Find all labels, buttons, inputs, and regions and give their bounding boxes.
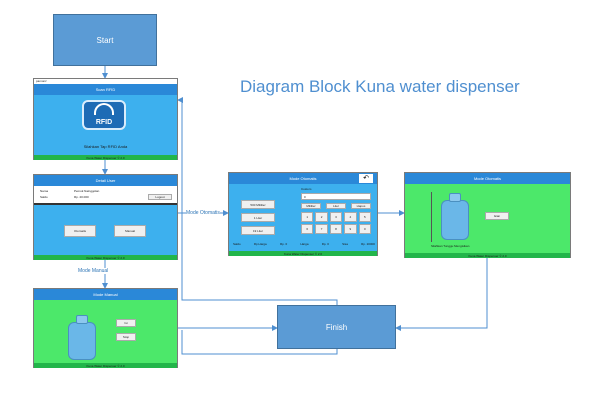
key-5[interactable]: 5 xyxy=(358,212,371,222)
otomatis-window-title: Mode Otomatis ↶ xyxy=(229,173,377,184)
scan-window-title: Scan RFID xyxy=(34,84,177,95)
isian-button[interactable]: Isian xyxy=(485,212,509,220)
status-rp-harga: Rp.Harga xyxy=(253,242,267,246)
name-label: Nama xyxy=(40,189,49,193)
key-0[interactable]: 0 xyxy=(358,224,371,234)
bottle-neck xyxy=(76,315,88,324)
back-icon[interactable]: ↶ xyxy=(359,174,373,183)
key-7[interactable]: 7 xyxy=(315,224,328,234)
fill-bottle-icon xyxy=(441,200,469,240)
manual-footer: Kuna Water Dispenser © 2.0 xyxy=(34,363,177,368)
rfid-text: RFID xyxy=(95,119,113,126)
arrow-finish-loop xyxy=(181,330,338,355)
saldo-label: Saldo xyxy=(40,195,48,199)
bottle-icon xyxy=(68,322,96,360)
keypad: 1 2 3 4 5 6 7 8 9 0 xyxy=(301,212,371,234)
status-row: Saldo Rp.Harga Rp. 0 Harga Rp. 0 Sisa Rp… xyxy=(233,242,375,246)
user-divider xyxy=(34,203,177,205)
key-9[interactable]: 9 xyxy=(344,224,357,234)
fill-bottle-neck xyxy=(449,193,461,202)
finish-label: Finish xyxy=(325,322,348,332)
isi-button[interactable]: Isi xyxy=(116,319,136,327)
logout-button[interactable]: Logout xyxy=(148,194,172,200)
key-8[interactable]: 8 xyxy=(329,224,343,234)
saldo-value: Rp. 20.000 xyxy=(74,195,89,199)
fill-footer: Kuna Water Dispenser © 2.0 xyxy=(405,253,570,258)
otomatis-title-text: Mode Otomatis xyxy=(289,176,317,181)
mode-manual-window: Mode Manual Isi Stop Kuna Water Dispense… xyxy=(33,288,178,368)
status-sisa: Sisa xyxy=(342,242,348,246)
unit-liter-button[interactable]: Liter xyxy=(326,203,346,209)
progress-line xyxy=(431,192,432,242)
scan-rfid-window: pamonz Scan RFID RFID Silahkan Tap RFID … xyxy=(33,78,178,160)
otomatis-footer: Kuna Water Dispenser © 2.0 xyxy=(229,251,377,256)
otomatis-button[interactable]: Otomatis xyxy=(64,225,96,237)
diagram-title: Diagram Block Kuna water dispenser xyxy=(240,77,520,96)
status-rp-0-b: Rp. 0 xyxy=(321,242,329,246)
custom-label: Custom xyxy=(301,187,312,191)
key-4[interactable]: 4 xyxy=(344,212,357,222)
user-footer: Kuna Water Dispenser © 2.0 xyxy=(34,255,177,260)
status-saldo: Saldo xyxy=(233,242,241,246)
app-name: pamonz xyxy=(36,79,47,83)
status-sisa-value: Rp. 20000 xyxy=(361,242,375,246)
key-1[interactable]: 1 xyxy=(301,212,314,222)
rfid-icon: RFID xyxy=(82,100,126,130)
key-3[interactable]: 3 xyxy=(329,212,343,222)
key-6[interactable]: 6 xyxy=(301,224,314,234)
hapus-button[interactable]: Hapus xyxy=(351,203,371,209)
fill-status-text: Silahkan Tunggu Mengisikan xyxy=(431,244,470,248)
manual-button[interactable]: Manual xyxy=(114,225,146,237)
name-value: Pemuk Nainggolan xyxy=(74,189,100,193)
arrow-finish-to-scan xyxy=(181,100,338,305)
preset-1l-button[interactable]: 1 Liter xyxy=(241,213,275,222)
fill-window: Mode Otomatis Isian Silahkan Tunggu Meng… xyxy=(404,172,571,258)
otomatis-screen: 500 Mililiter 1 Liter 19 Liter Custom 0 … xyxy=(229,184,377,251)
user-button-panel: Otomatis Manual xyxy=(34,205,177,255)
fill-window-title: Mode Otomatis xyxy=(405,173,570,184)
start-label: Start xyxy=(96,35,114,45)
fill-screen: Isian Silahkan Tunggu Mengisikan xyxy=(405,184,570,253)
manual-screen: Isi Stop xyxy=(34,300,177,363)
manual-window-title: Mode Manual xyxy=(34,289,177,300)
mode-otomatis-window: Mode Otomatis ↶ 500 Mililiter 1 Liter 19… xyxy=(228,172,378,256)
start-block: Start xyxy=(53,14,157,66)
custom-amount-input[interactable]: 0 xyxy=(301,193,371,200)
scan-footer: Kuna Water Dispenser © 2.0 xyxy=(34,155,177,160)
preset-500ml-button[interactable]: 500 Mililiter xyxy=(241,200,275,209)
preset-19l-button[interactable]: 19 Liter xyxy=(241,226,275,235)
edge-label-mode-manual: Mode Manual xyxy=(78,268,109,274)
unit-mililiter-button[interactable]: Mililiter xyxy=(301,203,321,209)
status-harga: Harga xyxy=(300,242,309,246)
scan-screen: RFID Silahkan Tap RFID Anda xyxy=(34,95,177,155)
stop-button[interactable]: Stop xyxy=(116,333,136,341)
edge-label-mode-otomatis: Mode Otomatis xyxy=(186,210,220,216)
detail-user-window: Detail User Nama Pemuk Nainggolan Saldo … xyxy=(33,174,178,260)
scan-prompt: Silahkan Tap RFID Anda xyxy=(83,144,128,149)
arrow-fill-to-finish xyxy=(395,258,488,331)
user-window-title: Detail User xyxy=(34,175,177,186)
key-2[interactable]: 2 xyxy=(315,212,328,222)
status-rp-0-a: Rp. 0 xyxy=(279,242,288,246)
finish-block: Finish xyxy=(277,305,396,349)
rfid-waves-icon xyxy=(94,103,114,115)
user-screen: Nama Pemuk Nainggolan Saldo Rp. 20.000 L… xyxy=(34,186,177,255)
